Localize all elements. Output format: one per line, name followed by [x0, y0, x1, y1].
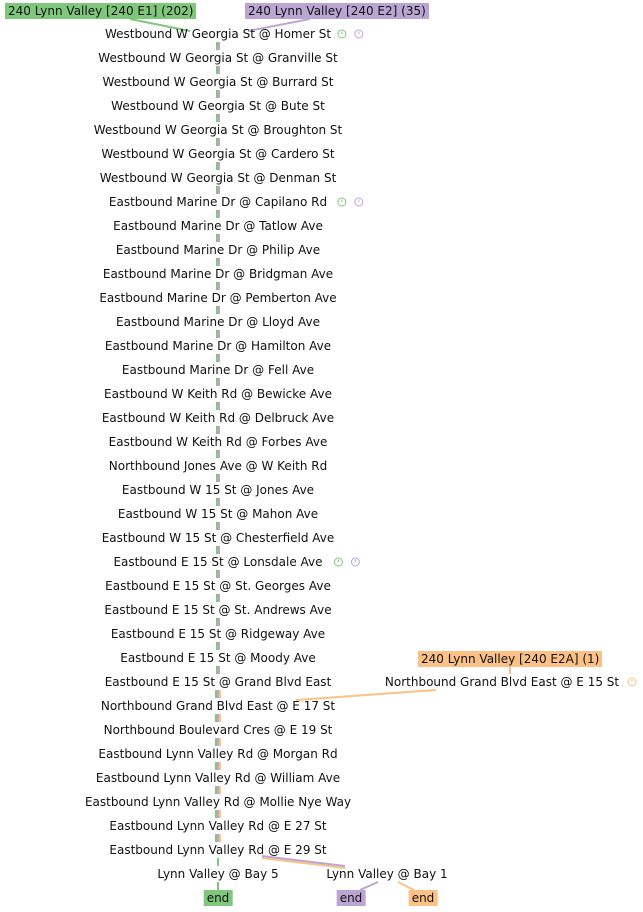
stop-label: Eastbound Marine Dr @ Tatlow Ave — [113, 219, 323, 233]
stop-label: Eastbound E 15 St @ Ridgeway Ave — [110, 627, 326, 641]
stop-label: Westbound W Georgia St @ Broughton St — [93, 123, 343, 137]
stop-label: Eastbound Lynn Valley Rd @ William Ave — [95, 771, 341, 785]
stop-label: Eastbound Marine Dr @ Philip Ave — [115, 243, 321, 257]
clock-icon — [350, 557, 360, 567]
clock-icon — [333, 557, 343, 567]
terminal-label: Lynn Valley @ Bay 1 — [326, 867, 448, 881]
stop-label: Eastbound E 15 St @ St. Georges Ave — [105, 579, 331, 593]
stop-label: Eastbound Lynn Valley Rd @ E 29 St — [109, 843, 327, 857]
stop-label: Eastbound W 15 St @ Chesterfield Ave — [101, 531, 335, 545]
stop-label: Eastbound W 15 St @ Jones Ave — [121, 483, 315, 497]
stop-label: Eastbound W 15 St @ Mahon Ave — [117, 507, 319, 521]
stop-label: Westbound W Georgia St @ Denman St — [99, 171, 337, 185]
stop-label: Westbound W Georgia St @ Burrard St — [102, 75, 334, 89]
stop-label: Eastbound W Keith Rd @ Forbes Ave — [108, 435, 328, 449]
end-tag-e2a: end — [408, 890, 438, 906]
stop-label: Eastbound Marine Dr @ Fell Ave — [121, 363, 315, 377]
stop-label: Westbound W Georgia St @ Bute St — [111, 99, 325, 113]
stop-label: Eastbound Lynn Valley Rd @ Mollie Nye Wa… — [84, 795, 352, 809]
clock-icon — [354, 197, 364, 207]
route-tag-e2: 240 Lynn Valley [240 E2] (35) — [245, 3, 429, 19]
clock-icon — [354, 29, 364, 39]
route-edges — [129, 18, 637, 891]
stop-label: Eastbound Marine Dr @ Hamilton Ave — [104, 339, 332, 353]
stop-label: Eastbound Marine Dr @ Capilano Rd — [108, 195, 328, 209]
stop-label: Eastbound W Keith Rd @ Delbruck Ave — [101, 411, 335, 425]
stop-label: Westbound W Georgia St @ Cardero St — [101, 147, 335, 161]
stop-label: Westbound W Georgia St @ Homer St — [104, 27, 332, 41]
stop-label: Northbound Jones Ave @ W Keith Rd — [108, 459, 328, 473]
stop-label: Eastbound E 15 St @ St. Andrews Ave — [104, 603, 332, 617]
stop-label: Eastbound Marine Dr @ Lloyd Ave — [116, 315, 320, 329]
stop-label: Northbound Grand Blvd East @ E 17 St — [100, 699, 336, 713]
stop-label: Northbound Boulevard Cres @ E 19 St — [103, 723, 333, 737]
stop-label: Eastbound W Keith Rd @ Bewicke Ave — [104, 387, 332, 401]
end-connector-orange — [397, 881, 415, 891]
end-tag-e2: end — [336, 890, 366, 906]
route-connector-purple — [247, 18, 311, 32]
branch-edge-orange — [295, 689, 437, 701]
end-connector-purple — [359, 881, 379, 891]
edge-orange — [261, 857, 346, 869]
stop-label: Eastbound E 15 St @ Grand Blvd East — [104, 675, 332, 689]
clock-icon — [337, 197, 347, 207]
route-tag-e1: 240 Lynn Valley [240 E1] (202) — [5, 3, 197, 19]
stop-label: Westbound W Georgia St @ Granville St — [98, 51, 338, 65]
end-tag-e1: end — [203, 890, 233, 906]
stop-label: Eastbound Lynn Valley Rd @ E 27 St — [109, 819, 327, 833]
route-connector-green — [129, 18, 191, 32]
clock-icon — [337, 29, 347, 39]
stop-label: Eastbound Marine Dr @ Pemberton Ave — [99, 291, 337, 305]
stop-label: Eastbound E 15 St @ Lonsdale Ave — [113, 555, 323, 569]
stop-label: Eastbound Marine Dr @ Bridgman Ave — [102, 267, 334, 281]
route-tag-e2a: 240 Lynn Valley [240 E2A] (1) — [418, 651, 603, 667]
clock-icon — [627, 677, 637, 687]
stop-label: Eastbound Lynn Valley Rd @ Morgan Rd — [98, 747, 338, 761]
branch-stop-label: Northbound Grand Blvd East @ E 15 St — [384, 675, 620, 689]
edge-purple — [261, 855, 346, 867]
stop-label: Eastbound E 15 St @ Moody Ave — [120, 651, 316, 665]
terminal-label: Lynn Valley @ Bay 5 — [157, 867, 279, 881]
